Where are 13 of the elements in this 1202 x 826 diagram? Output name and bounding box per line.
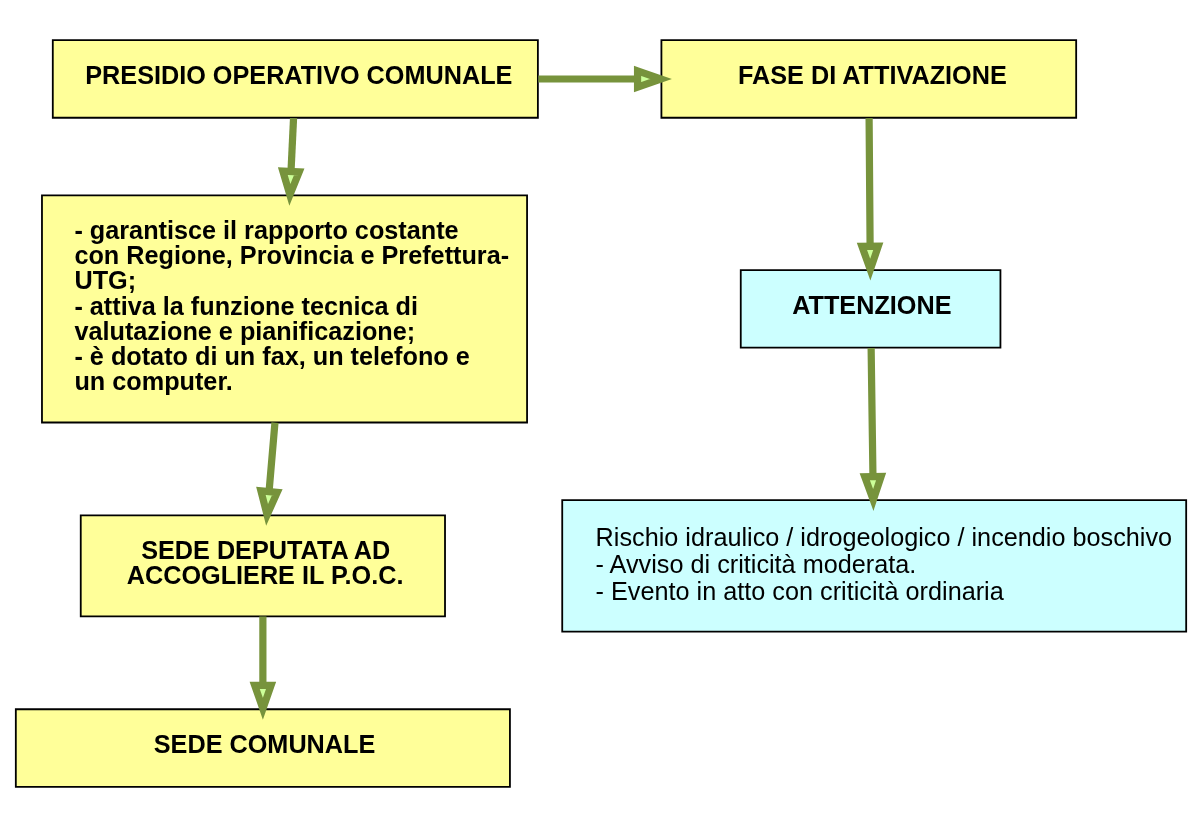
arrow xyxy=(538,65,672,92)
node-box: SEDE DEPUTATA AD ACCOGLIERE IL P.O.C. xyxy=(79,514,446,617)
arrow xyxy=(249,615,277,720)
node-box: - garantisce il rapporto costante con Regione, Provincia e Prefettura-UTG; - attiva la funzione tecnica di valutazione e pianificazione; - è dotato di un fax, un telefono e un computer. xyxy=(41,193,528,423)
arrow xyxy=(859,347,887,511)
node-box: SEDE COMUNALE xyxy=(14,707,511,788)
node-box: ATTENZIONE xyxy=(739,268,1002,349)
node-box: FASE DI ATTIVAZIONE xyxy=(660,38,1078,119)
arrow xyxy=(856,117,884,281)
arrow xyxy=(256,421,283,526)
node-box: PRESIDIO OPERATIVO COMUNALE xyxy=(51,38,539,119)
node-box: Rischio idraulico / idrogeologico / incendio boschivo - Avviso di criticità moderata. - Evento in atto con criticità ordinaria xyxy=(561,498,1188,633)
arrow xyxy=(277,117,305,206)
